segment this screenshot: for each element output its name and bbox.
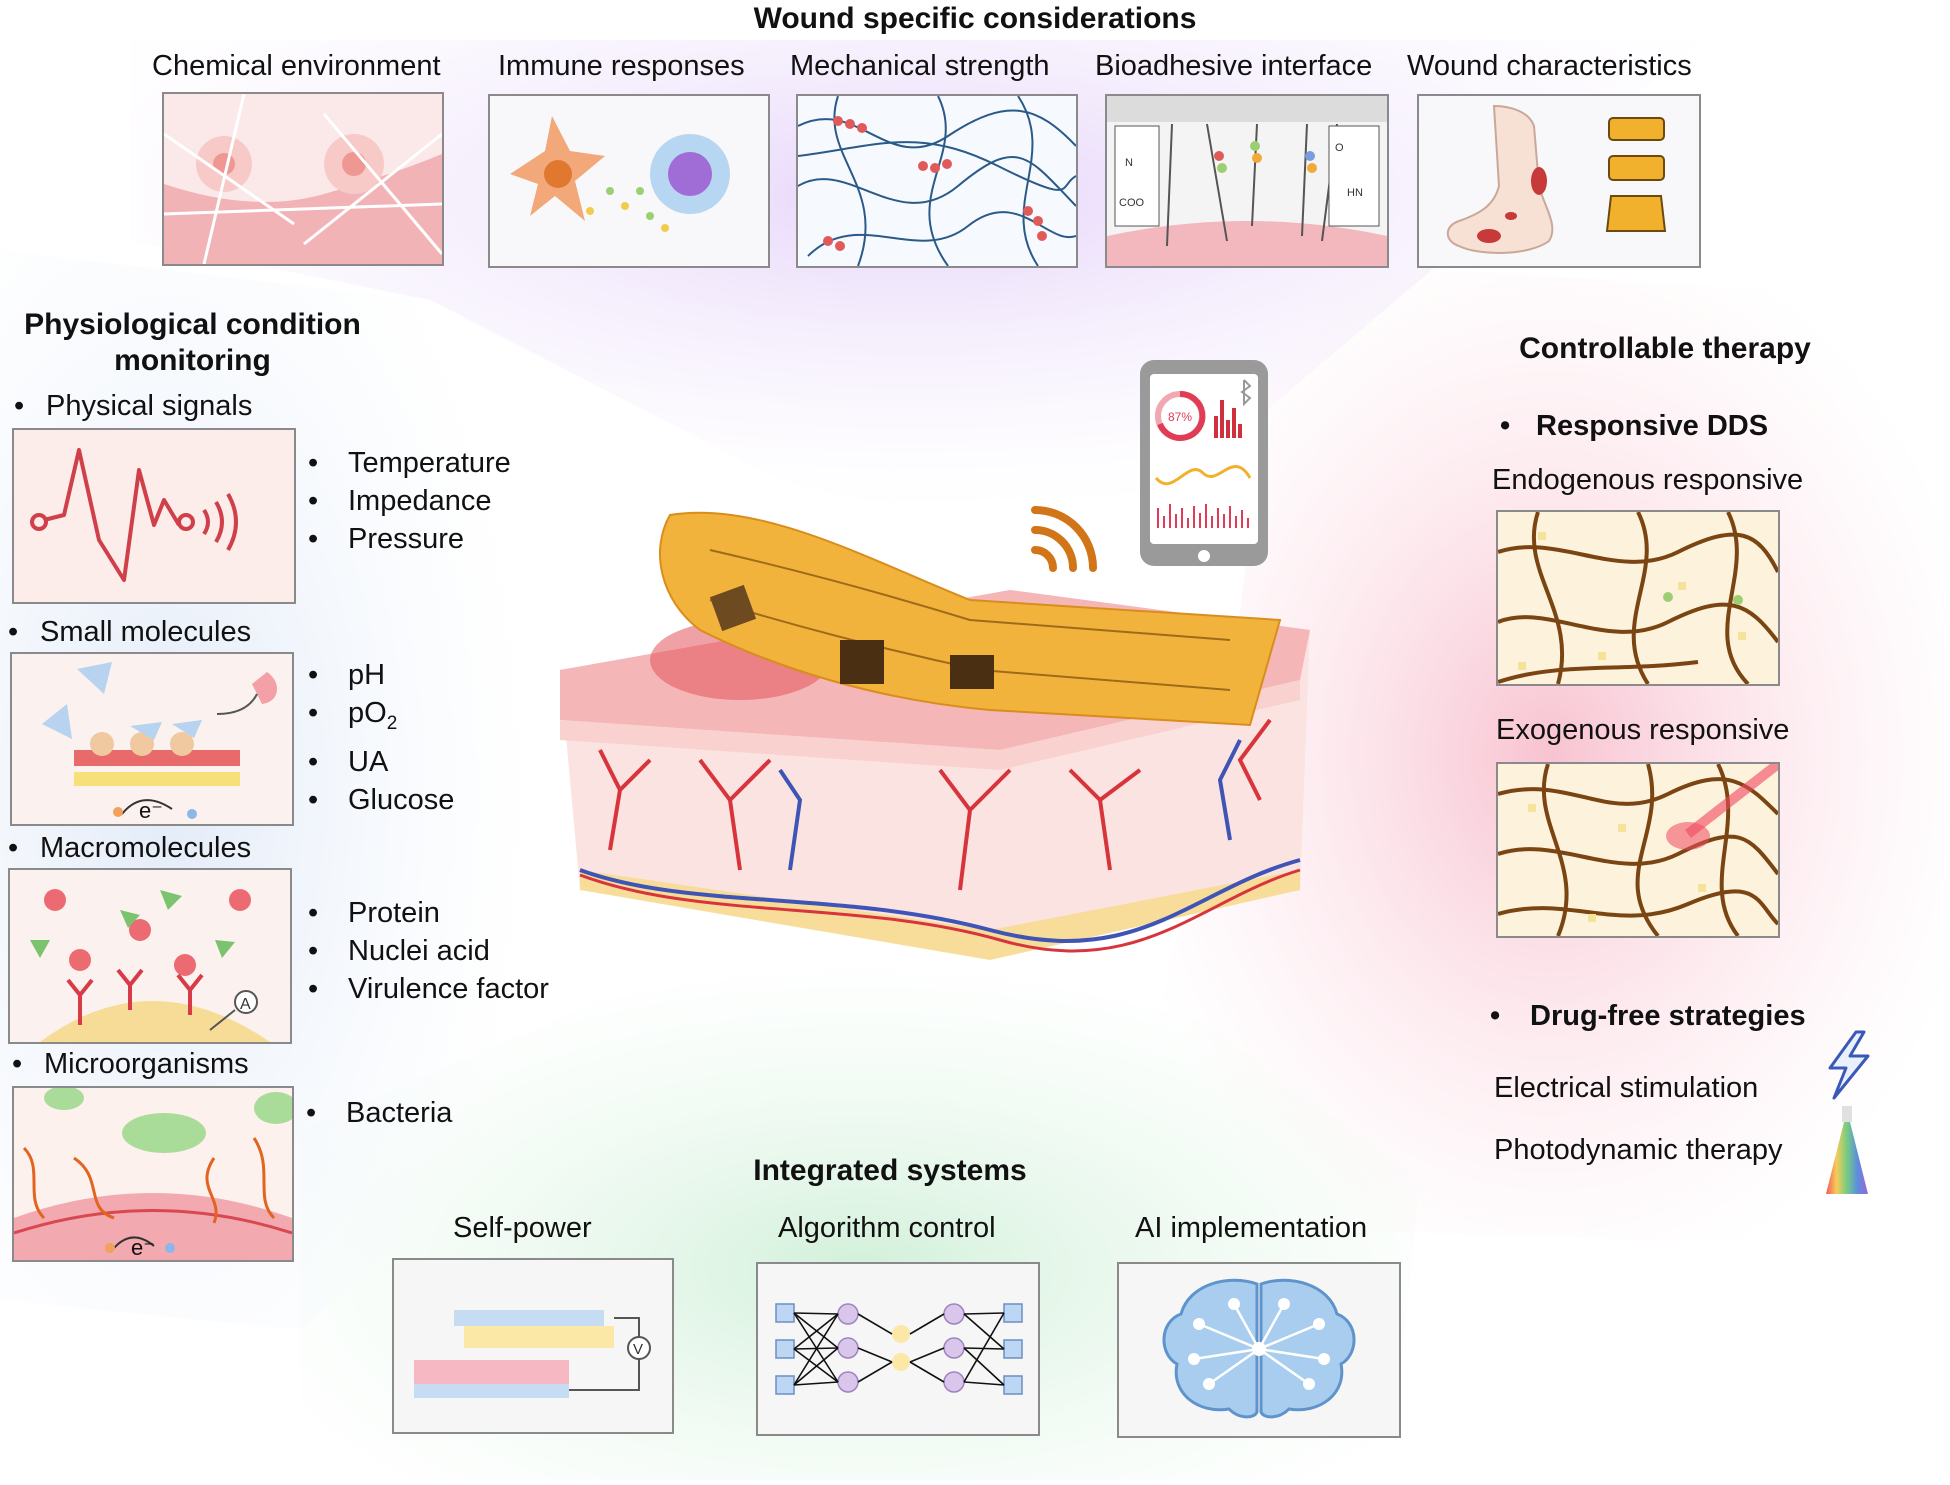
svg-text:O: O — [1335, 142, 1344, 154]
endogenous-label: Endogenous responsive — [1492, 464, 1804, 496]
small-molecules-heading: Small molecules — [8, 616, 251, 649]
self-power-label: Self-power — [453, 1212, 592, 1244]
exogenous-label: Exogenous responsive — [1496, 714, 1790, 746]
po2-subscript: 2 — [386, 712, 398, 734]
macromolecules-panel: A — [8, 868, 292, 1044]
temperature-item: Temperature — [308, 444, 511, 482]
monitoring-title-line2: monitoring — [114, 344, 271, 377]
glucose-item: Glucose — [308, 781, 454, 819]
impedance-item: Impedance — [308, 482, 511, 520]
exogenous-panel — [1496, 762, 1780, 938]
ph-item: pH — [308, 656, 454, 694]
photodynamic-therapy-label: Photodynamic therapy — [1494, 1134, 1783, 1166]
wireless-signal-icon — [1031, 506, 1097, 572]
virulence-factor-item: Virulence factor — [308, 970, 549, 1008]
wound-title: Wound specific considerations — [753, 2, 1197, 35]
ai-implementation-panel — [1117, 1262, 1401, 1438]
responsive-dds-heading: Responsive DDS — [1500, 410, 1768, 443]
lightning-icon — [1828, 1030, 1870, 1100]
macromolecules-heading: Macromolecules — [8, 832, 251, 865]
nuclei-acid-item: Nuclei acid — [308, 932, 549, 970]
microorganisms-list: Bacteria — [306, 1094, 452, 1132]
physical-signals-list: Temperature Impedance Pressure — [308, 444, 511, 558]
protein-item: Protein — [308, 894, 549, 932]
macromolecules-list: Protein Nuclei acid Virulence factor — [308, 894, 549, 1008]
self-power-panel: V — [392, 1258, 674, 1434]
electron-label-2: e⁻ — [131, 1235, 155, 1260]
mechanical-strength-label: Mechanical strength — [790, 50, 1050, 82]
drug-free-heading: Drug-free strategies — [1490, 1000, 1806, 1033]
ua-item: UA — [308, 743, 454, 781]
monitoring-title-line1: Physiological condition — [24, 308, 361, 341]
voltmeter-label: V — [633, 1341, 643, 1358]
wound-characteristics-label: Wound characteristics — [1407, 50, 1692, 82]
gauge-text: 87% — [1168, 410, 1192, 424]
mechanical-strength-panel — [796, 94, 1078, 268]
bacteria-item: Bacteria — [306, 1094, 452, 1132]
bioadhesive-interface-panel: N COO O HN — [1105, 94, 1389, 268]
small-molecules-panel: e⁻ — [10, 652, 294, 826]
physical-signals-heading: Physical signals — [14, 390, 252, 423]
algorithm-control-panel — [756, 1262, 1040, 1436]
po2-item: pO2 — [308, 694, 454, 743]
pressure-item: Pressure — [308, 520, 511, 558]
immune-responses-label: Immune responses — [498, 50, 745, 82]
microorganisms-heading: Microorganisms — [12, 1048, 249, 1081]
light-spectrum-icon — [1826, 1106, 1868, 1194]
po2-text: pO — [348, 697, 387, 729]
physical-signals-panel — [12, 428, 296, 604]
svg-text:N: N — [1125, 157, 1133, 169]
chemical-environment-panel — [162, 92, 444, 266]
antibody-badge: A — [240, 996, 251, 1013]
smartphone-icon: 87% — [1140, 360, 1268, 566]
microorganisms-panel: e⁻ — [12, 1086, 294, 1262]
immune-responses-panel — [488, 94, 770, 268]
svg-text:HN: HN — [1347, 187, 1363, 199]
integrated-title: Integrated systems — [753, 1154, 1027, 1187]
therapy-title: Controllable therapy — [1519, 332, 1811, 365]
algorithm-control-label: Algorithm control — [778, 1212, 996, 1244]
wound-characteristics-panel — [1417, 94, 1701, 268]
skin-patch-illustration — [560, 511, 1310, 960]
endogenous-panel — [1496, 510, 1780, 686]
chemical-environment-label: Chemical environment — [152, 50, 441, 82]
bioadhesive-interface-label: Bioadhesive interface — [1095, 50, 1373, 82]
ai-implementation-label: AI implementation — [1135, 1212, 1368, 1244]
electron-label: e⁻ — [139, 798, 163, 823]
electrical-stimulation-label: Electrical stimulation — [1494, 1072, 1759, 1104]
svg-text:COO: COO — [1119, 197, 1145, 209]
small-molecules-list: pH pO2 UA Glucose — [308, 656, 454, 819]
